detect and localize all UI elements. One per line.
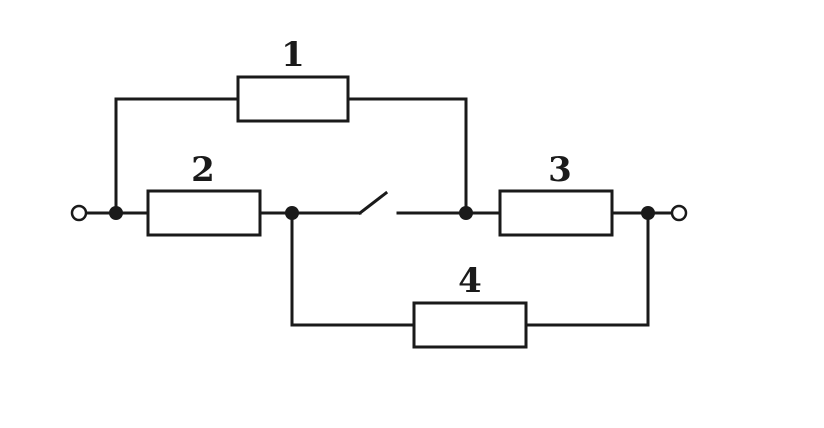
wire-r4-right — [524, 211, 650, 327]
wire-r1-left — [114, 97, 240, 215]
terminal-left — [70, 204, 88, 222]
label-resistor-1: 1 — [281, 35, 305, 75]
junction-node-d — [641, 206, 655, 220]
wire-r4-left — [290, 211, 416, 327]
label-resistor-4: 4 — [458, 261, 482, 301]
wires — [84, 97, 674, 327]
resistor-1 — [236, 75, 350, 123]
label-resistor-2: 2 — [191, 150, 215, 190]
resistor-2 — [146, 189, 262, 237]
terminal-right — [670, 204, 688, 222]
wire-r1-right — [346, 97, 468, 215]
resistor-4 — [412, 301, 528, 349]
resistor-3 — [498, 189, 614, 237]
junction-node-b — [285, 206, 299, 220]
switch-blade — [357, 190, 389, 216]
label-resistor-3: 3 — [548, 150, 572, 190]
junction-node-a — [109, 206, 123, 220]
junction-node-c — [459, 206, 473, 220]
